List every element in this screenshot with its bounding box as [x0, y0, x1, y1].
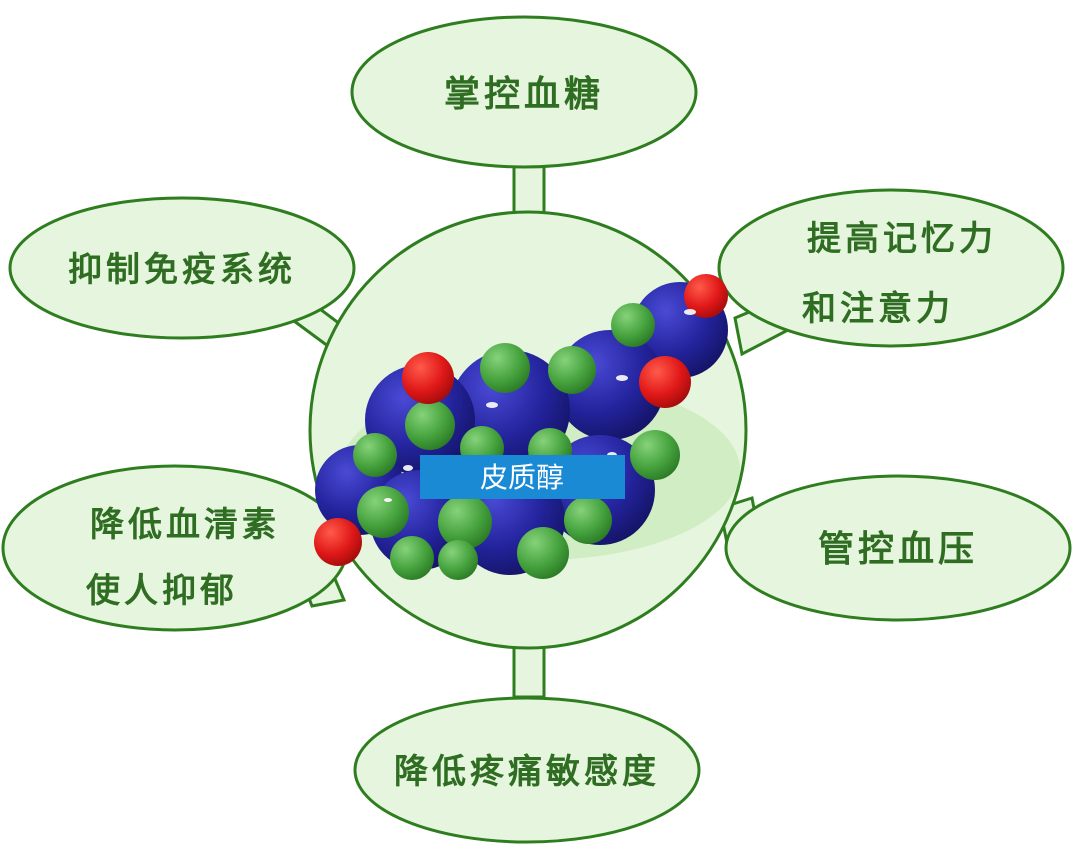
center-label-text: 皮质醇 — [480, 461, 564, 494]
effect-texts: 掌控血糖 抑制免疫系统 提高记忆力 和注意力 降低血清素 使人抑郁 管控血压 降… — [68, 74, 997, 792]
effect-text-top: 掌控血糖 — [444, 74, 604, 115]
effect-text-upper-right-line2: 和注意力 — [802, 289, 954, 329]
effect-text-upper-right-line1: 提高记忆力 — [807, 219, 997, 259]
effect-text-lower-left-line1: 降低血清素 — [90, 505, 280, 545]
bubble-top — [350, 15, 698, 169]
effect-bubbles — [1, 15, 1072, 844]
effect-text-lower-left-line2: 使人抑郁 — [85, 571, 238, 611]
bubble-upper-left — [8, 196, 356, 340]
bubble-bottom — [353, 696, 701, 844]
center-label: 皮质醇 — [420, 455, 625, 499]
effect-text-lower-right: 管控血压 — [818, 529, 978, 570]
center-label-bg — [420, 455, 625, 499]
bubble-lower-right — [724, 474, 1072, 622]
bubble-upper-right — [717, 188, 1065, 348]
effect-text-bottom: 降低疼痛敏感度 — [394, 752, 660, 792]
effect-text-upper-left: 抑制免疫系统 — [68, 250, 296, 290]
